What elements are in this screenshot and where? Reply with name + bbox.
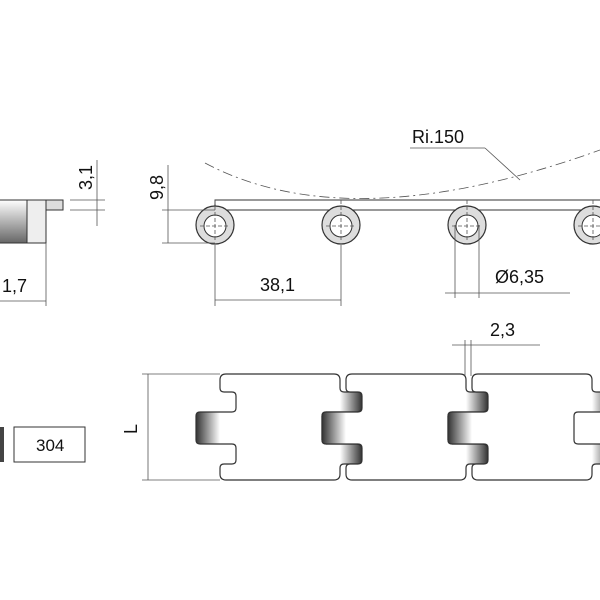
material-label: 304 (36, 436, 64, 455)
section-tab (26, 199, 47, 244)
hinge (447, 200, 487, 245)
side-width-label: 1,7 (2, 276, 27, 296)
top-view: L 2,3 (121, 320, 600, 481)
chain-link (321, 373, 489, 481)
chain-link (447, 373, 600, 481)
plate-thickness-label: 3,1 (76, 165, 96, 190)
material-swatch (0, 427, 4, 462)
hinge (573, 200, 600, 245)
chain-plate (214, 199, 600, 211)
hinge (195, 200, 235, 245)
gap-label: 2,3 (490, 320, 515, 340)
side-view: 9,8 38,1 Ø6,35 Ri.150 (147, 127, 600, 306)
pitch-label: 38,1 (260, 275, 295, 295)
radius-label: Ri.150 (412, 127, 464, 147)
section-plate (45, 199, 64, 211)
radius-arc (204, 149, 600, 199)
cross-section-view: 3,1 1,7 (0, 160, 105, 306)
pin-diameter-label: Ø6,35 (495, 267, 544, 287)
length-label: L (121, 424, 141, 434)
hinge (321, 200, 361, 245)
material-box (13, 426, 86, 463)
hinge-height-label: 9,8 (147, 175, 167, 200)
